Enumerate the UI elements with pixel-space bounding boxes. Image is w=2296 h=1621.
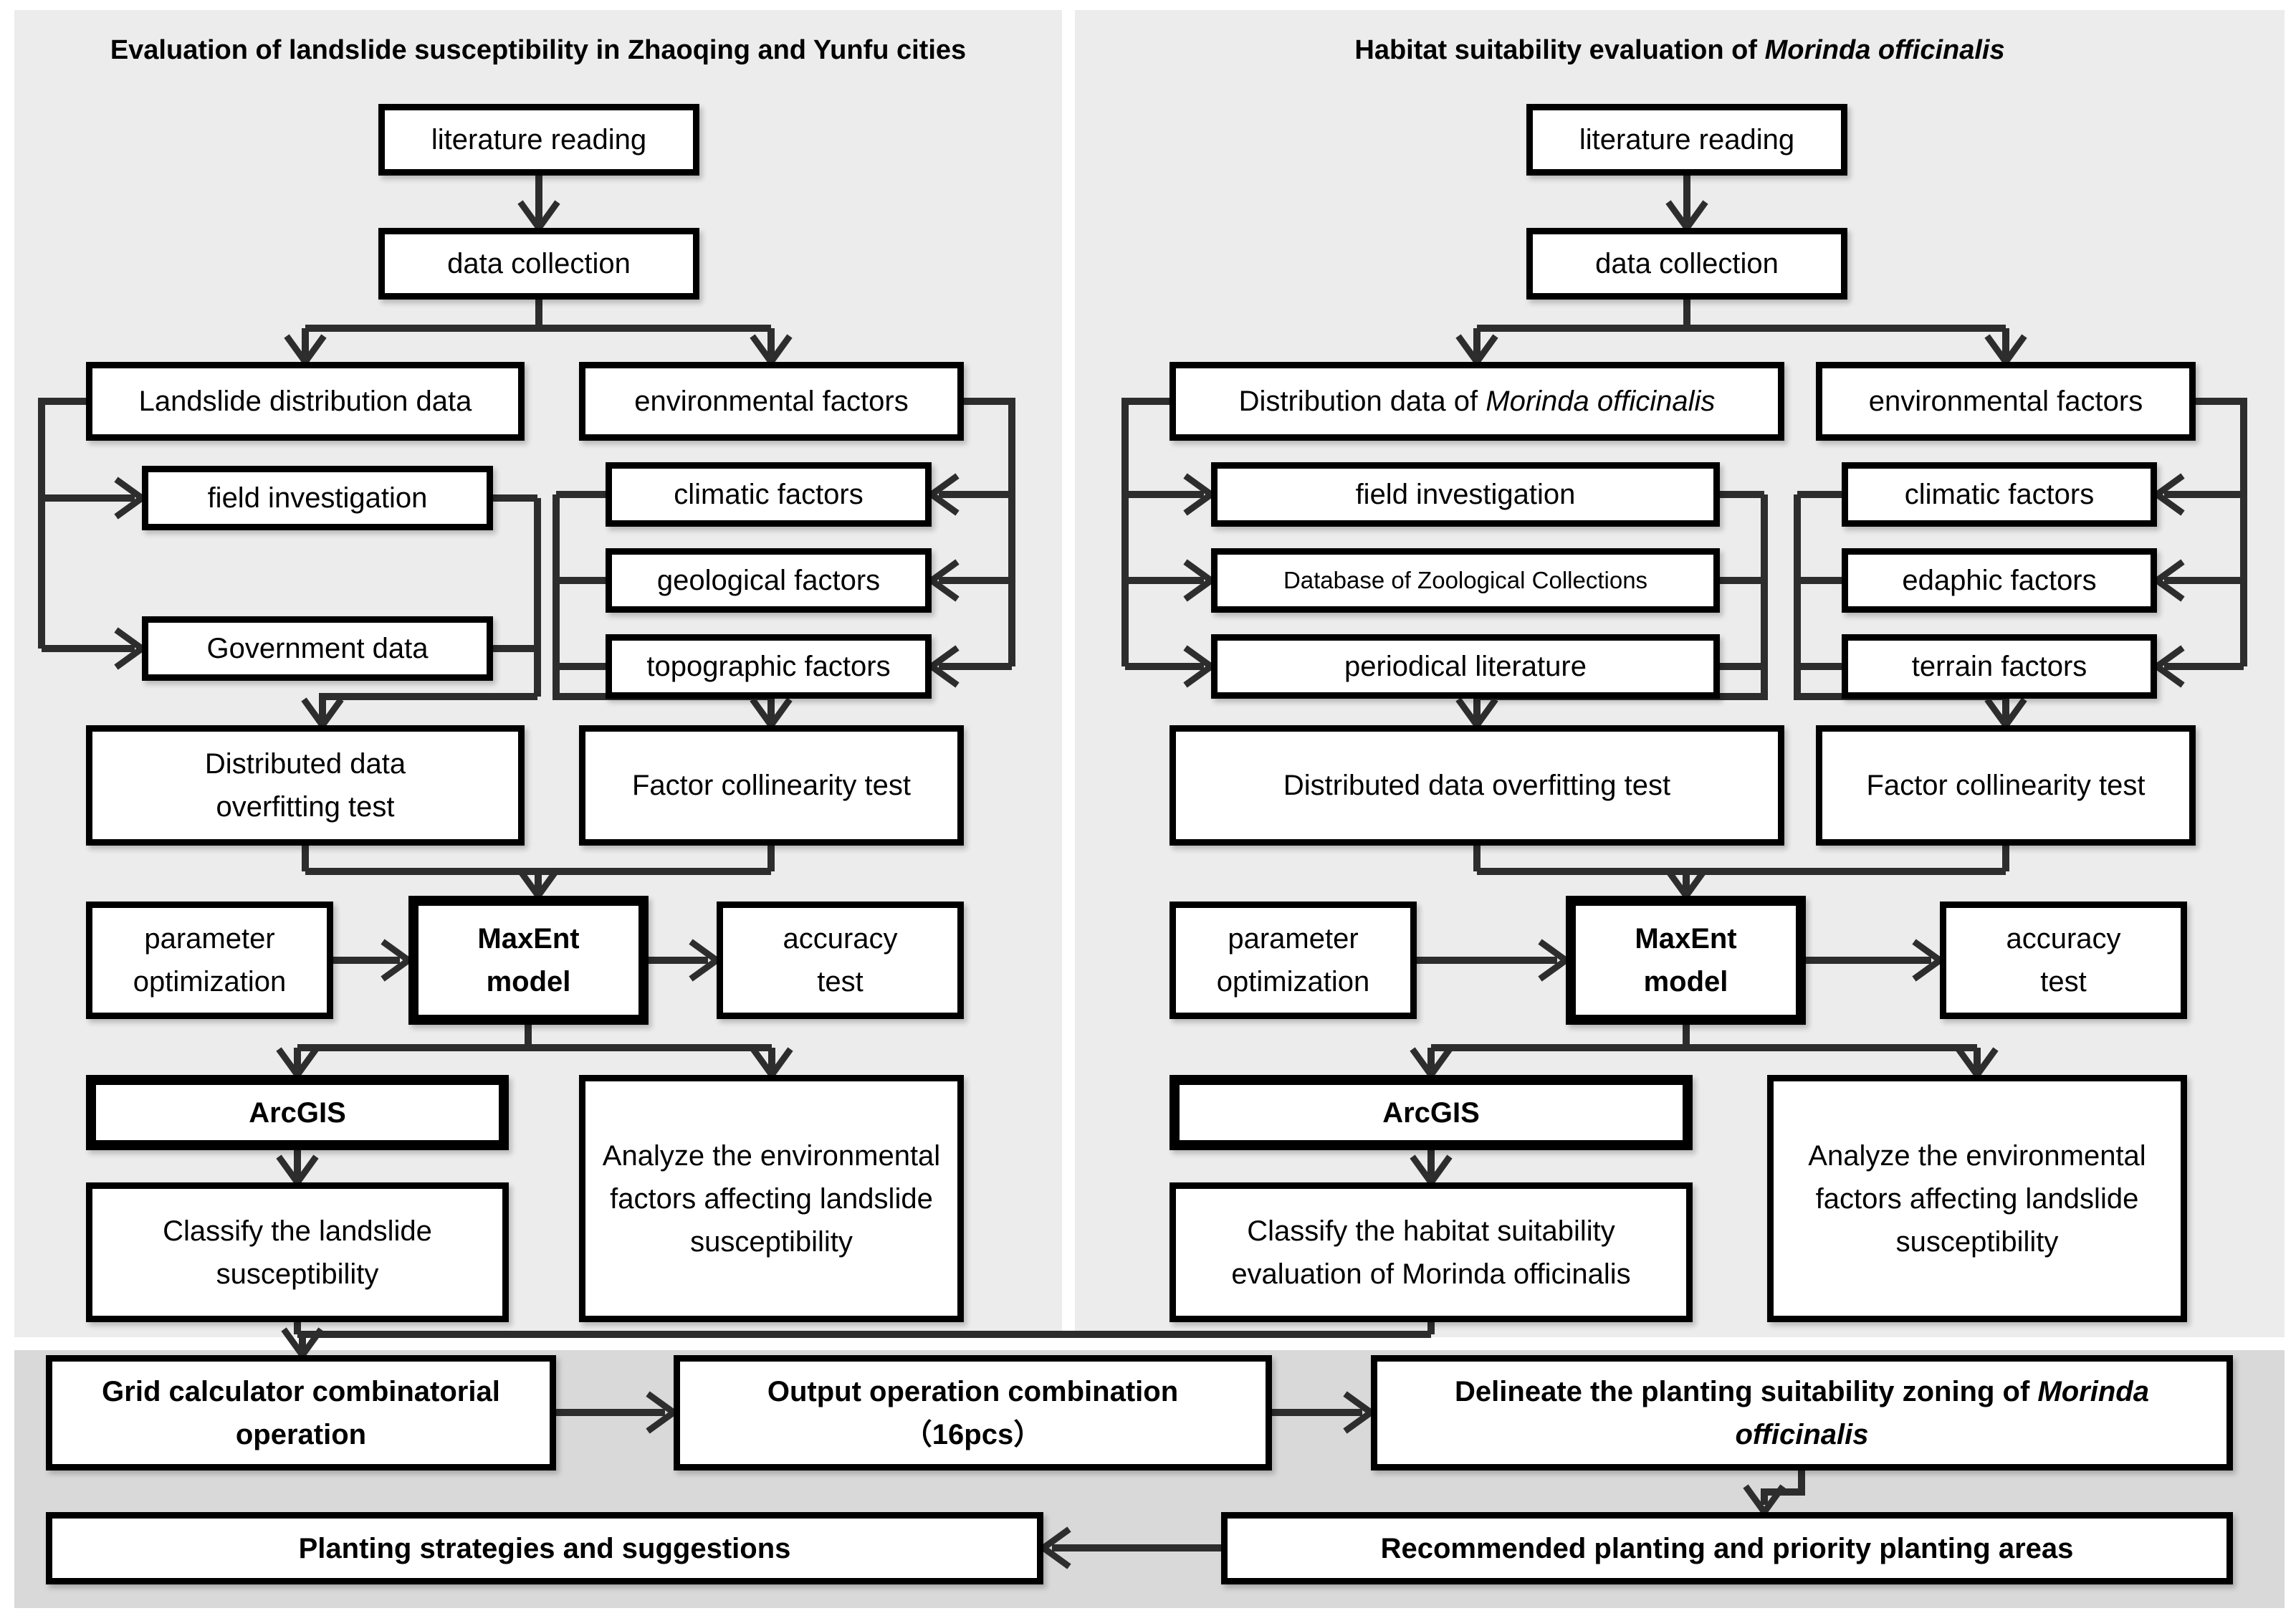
box-label: periodical literature [1344,651,1587,682]
box-label: field investigation [207,482,428,514]
right-environmental-factors-box: environmental factors [1816,362,2196,441]
left-data-collection-box: data collection [378,228,699,300]
box-label: （16pcs） [903,1418,1043,1450]
right-maxent-model-box: MaxEnt model [1566,896,1806,1025]
left-collinearity-test-box: Factor collinearity test [579,725,964,846]
box-label: model [486,966,571,998]
right-analyze-factors-box: Analyze the environmental factors affect… [1767,1075,2187,1322]
landslide-distribution-data-box: Landslide distribution data [86,362,525,441]
box-label: field investigation [1355,479,1576,510]
zoological-collections-database-box: Database of Zoological Collections [1211,548,1720,613]
box-label: terrain factors [1911,651,2087,682]
box-label: climatic factors [1904,479,2095,510]
right-collinearity-test-box: Factor collinearity test [1816,725,2196,846]
box-label: MaxEnt [1635,923,1737,955]
right-arcgis-box: ArcGIS [1169,1075,1693,1150]
right-panel-title: Habitat suitability evaluation of Morind… [1075,34,2285,67]
right-title-species: Morinda officinalis [1764,35,2005,65]
periodical-literature-box: periodical literature [1211,634,1720,699]
box-label: model [1643,966,1728,998]
box-label: Planting strategies and suggestions [298,1532,791,1564]
planting-strategies-box: Planting strategies and suggestions [46,1512,1043,1584]
box-label: Analyze the environmental factors affect… [1808,1139,2146,1258]
left-maxent-model-box: MaxEnt model [408,896,649,1025]
box-label: accuracy [783,923,898,955]
box-label: accuracy [2006,923,2121,955]
box-label: parameter optimization [133,923,287,998]
left-accuracy-test-box: accuracy test [717,902,964,1019]
box-label: Classify the habitat suitability evaluat… [1231,1215,1631,1290]
box-label: data collection [1595,248,1779,279]
box-label: climatic factors [674,479,864,510]
delineate-zoning-box: Delineate the planting suitability zonin… [1371,1355,2233,1471]
box-label: Database of Zoological Collections [1283,567,1648,594]
box-label: MaxEnt [477,923,580,955]
box-label: edaphic factors [1902,565,2097,596]
right-field-investigation-box: field investigation [1211,462,1720,527]
left-arcgis-box: ArcGIS [86,1075,509,1150]
classify-landslide-susceptibility-box: Classify the landslide susceptibility [86,1182,509,1322]
label-prefix: Distribution data of [1238,386,1486,417]
box-label: Output operation combination [767,1375,1179,1407]
left-climatic-factors-box: climatic factors [606,462,932,527]
box-label: Landslide distribution data [138,386,472,417]
grid-calculator-box: Grid calculator combinatorial operation [46,1355,556,1471]
left-analyze-factors-box: Analyze the environmental factors affect… [579,1075,964,1322]
terrain-factors-box: terrain factors [1842,634,2157,699]
left-panel-title: Evaluation of landslide susceptibility i… [14,34,1062,67]
topographic-factors-box: topographic factors [606,634,932,699]
box-label: environmental factors [1868,386,2143,417]
box-label: Delineate the planting suitability zonin… [1393,1370,2211,1456]
box-label: geological factors [656,565,881,596]
left-literature-reading-box: literature reading [378,104,699,176]
classify-habitat-suitability-box: Classify the habitat suitability evaluat… [1169,1182,1693,1322]
box-label: ArcGIS [1382,1096,1480,1129]
right-parameter-optimization-box: parameter optimization [1169,902,1417,1019]
box-label: Distribution data of Morinda officinalis [1239,380,1716,423]
right-overfitting-test-box: Distributed data overfitting test [1169,725,1784,846]
box-label: test [817,966,864,998]
label-prefix: Delineate the planting suitability zonin… [1455,1375,2038,1407]
box-label: topographic factors [646,651,891,682]
left-overfitting-test-box: Distributed data overfitting test [86,725,525,846]
box-label: Classify the landslide susceptibility [163,1215,432,1290]
box-label: environmental factors [634,386,909,417]
right-accuracy-test-box: accuracy test [1940,902,2187,1019]
right-title-text: Habitat suitability evaluation of [1354,35,1765,65]
box-label: parameter optimization [1216,923,1370,998]
box-label: literature reading [1579,124,1795,156]
left-field-investigation-box: field investigation [142,466,493,530]
left-environmental-factors-box: environmental factors [579,362,964,441]
left-parameter-optimization-box: parameter optimization [86,902,333,1019]
box-label: Factor collinearity test [1866,770,2146,801]
box-label: Recommended planting and priority planti… [1380,1532,2074,1564]
morinda-distribution-data-box: Distribution data of Morinda officinalis [1169,362,1784,441]
label-species: Morinda officinalis [1486,386,1716,417]
box-label: Grid calculator combinatorial operation [102,1375,500,1450]
label-species: Morinda officinalis [1735,1375,2149,1450]
right-data-collection-box: data collection [1526,228,1847,300]
government-data-box: Government data [142,616,493,681]
box-label: Factor collinearity test [631,770,912,801]
box-label: data collection [447,248,631,279]
edaphic-factors-box: edaphic factors [1842,548,2157,613]
right-climatic-factors-box: climatic factors [1842,462,2157,527]
box-label: ArcGIS [249,1096,346,1129]
left-title-text: Evaluation of landslide susceptibility i… [110,35,967,65]
box-label: Government data [206,633,429,664]
geological-factors-box: geological factors [606,548,932,613]
box-label: test [2040,966,2087,998]
output-combination-box: Output operation combination （16pcs） [674,1355,1272,1471]
box-label: Analyze the environmental factors affect… [602,1139,941,1258]
right-literature-reading-box: literature reading [1526,104,1847,176]
recommended-planting-areas-box: Recommended planting and priority planti… [1221,1512,2233,1584]
box-label: Distributed data overfitting test [1283,770,1671,801]
box-label: Distributed data overfitting test [204,748,406,823]
box-label: literature reading [431,124,647,156]
